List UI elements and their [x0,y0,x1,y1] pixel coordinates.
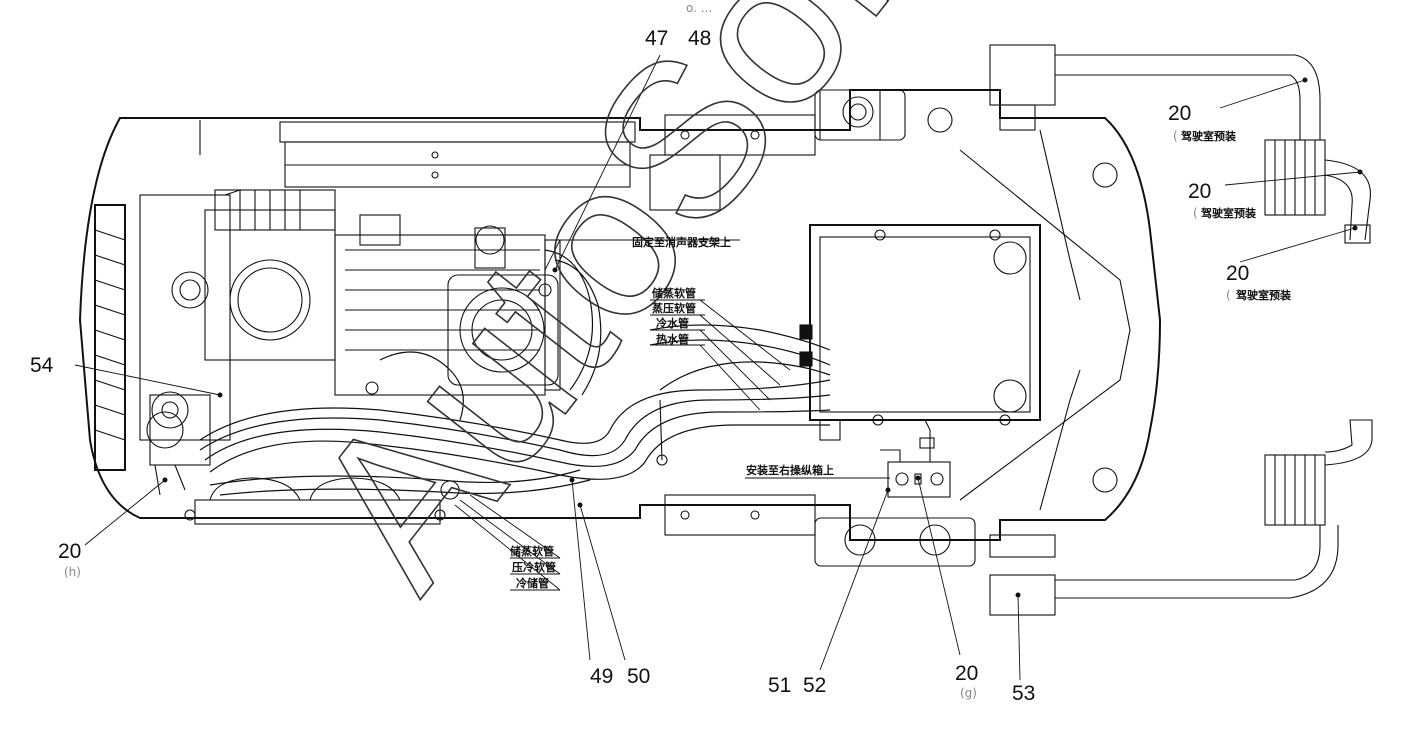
duct-lower [989,419,1373,616]
label-cab-preinstall-3: 驾驶室预装 [1235,288,1291,302]
watermark: AutoSoft [262,0,977,630]
label-lower-hose-1: 储蒸软管 [510,544,554,558]
right-cylinders [814,89,1118,567]
leader-lines [74,54,1361,681]
label-fix-muffler: 固定至消声器支架上 [632,235,731,249]
callout-20-r3: 20 [1226,262,1249,285]
hose-bundle [199,249,831,496]
leader-dots [162,77,1363,598]
callout-20-r1-sub: ( [1173,129,1178,143]
callout-20-r3-sub: ( [1226,288,1231,302]
compressor [146,394,211,496]
callout-20-r2: 20 [1188,180,1211,203]
callout-20-g: 20 [955,662,978,685]
callout-20-h: 20 [58,540,81,563]
callout-20-r2-sub: ( [1193,206,1198,220]
callout-49: 49 [590,665,613,688]
callout-20-h-sub: (h) [64,565,81,579]
callout-47: 47 [645,27,668,50]
label-cab-preinstall-1: 驾驶室预装 [1180,129,1236,143]
control-box [880,419,951,498]
watermark-text: AutoSoft [263,0,976,629]
callout-53: 53 [1012,682,1035,705]
engine-assembly [139,189,546,441]
label-lower-hose-3: 冷储管 [516,576,549,590]
muffler [447,239,561,391]
label-upper-hose-3: 冷水管 [656,316,689,330]
label-cab-preinstall-2: 驾驶室预装 [1200,206,1256,220]
callout-48: 48 [688,27,711,50]
top-bracket [279,121,636,188]
callout-48-marker: o. ... [686,1,712,15]
callout-54: 54 [30,354,54,377]
label-install-right: 安装至右操纵箱上 [746,463,834,477]
label-upper-hose-4: 热水管 [656,332,689,346]
label-upper-hose-1: 储蒸软管 [652,286,696,300]
radiator-fan [94,204,126,471]
callout-20-g-sub: (g) [960,686,977,700]
callout-51: 51 [768,674,791,697]
hvac-unit [809,224,1041,441]
duct-upper [989,44,1371,244]
callout-52: 52 [803,674,826,697]
callout-50: 50 [627,665,650,688]
chassis-outline [78,89,1162,541]
label-upper-hose-2: 蒸压软管 [652,301,696,315]
label-lower-hose-2: 压冷软管 [512,560,556,574]
callout-20-r1: 20 [1168,102,1191,125]
condenser-bracket [184,477,460,525]
